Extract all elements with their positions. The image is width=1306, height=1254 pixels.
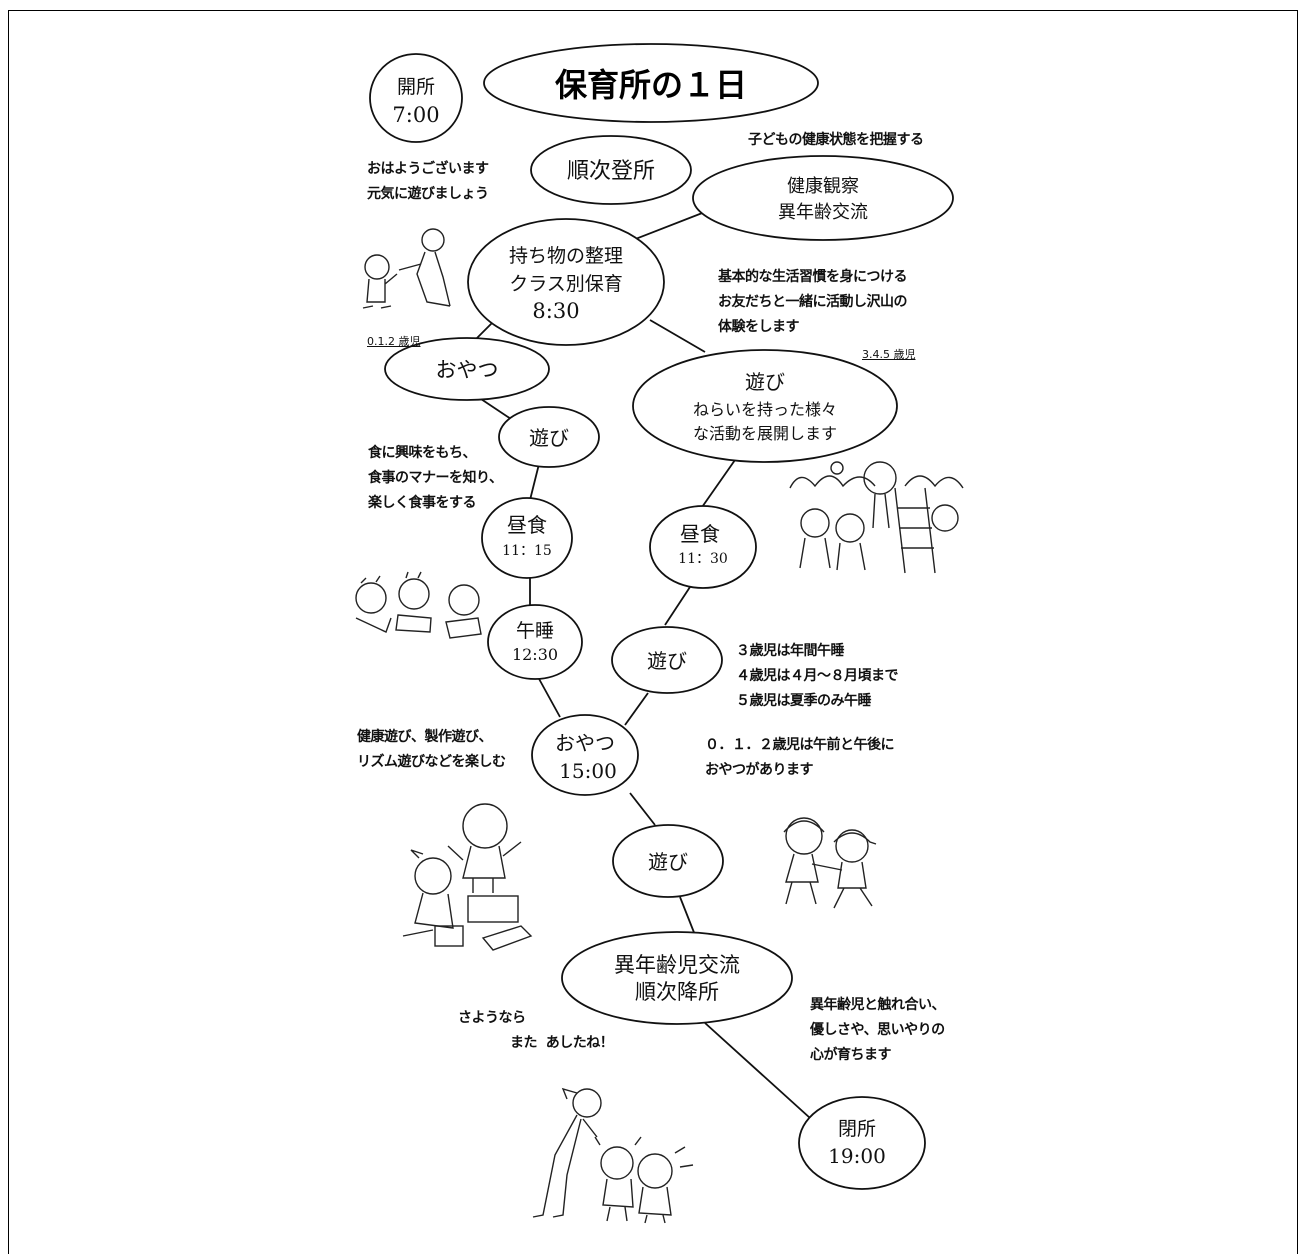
edge-play-older-lunch-older	[699, 459, 736, 511]
node-open-line2: 7:00	[392, 103, 439, 127]
node-snack-pm-line1: おやつ	[555, 731, 615, 755]
edge-lunch-older-play	[664, 586, 691, 626]
node-play-after-nap: 遊び	[611, 626, 723, 694]
node-play-pm: 遊び	[612, 824, 724, 898]
node-open-line1: 開所	[397, 76, 435, 98]
title-node: 保育所の１日	[483, 43, 819, 123]
edge-play-snack-pm	[624, 692, 649, 726]
note-snack-info: ０．１．２歳児は午前と午後に おやつがあります	[705, 737, 895, 778]
illustration-playground	[789, 461, 964, 574]
edge-mixed-close	[704, 1022, 811, 1119]
label-age-young: 0.1.2 歳児	[367, 335, 421, 348]
note-habits: 基本的な生活習慣を身につける お友だちと一緒に活動し沢山の 体験をします	[718, 269, 908, 335]
node-nap-line1: 午睡	[516, 620, 554, 642]
node-play-after-nap-line1: 遊び	[647, 649, 687, 673]
node-health-line2: 異年齢交流	[778, 202, 868, 223]
node-play-older-line1: 遊び	[745, 370, 785, 394]
node-open: 開所 7:00	[369, 53, 463, 143]
note-activities: 健康遊び、製作遊び、 リズム遊びなどを楽しむ	[357, 729, 506, 770]
note-mixed-info: 異年齢児と触れ合い、 優しさや、思いやりの 心が育ちます	[810, 997, 946, 1063]
node-health: 健康観察 異年齢交流	[692, 155, 954, 241]
node-lunch-young-line1: 昼食	[507, 513, 547, 537]
node-belongings-line3: 8:30	[532, 299, 579, 323]
node-snack-young-line1: おやつ	[436, 358, 499, 382]
node-nap-line2: 12:30	[512, 645, 558, 664]
node-lunch-young-line2: 11：15	[502, 543, 552, 559]
edge-nap-snack-pm	[537, 676, 561, 718]
note-goodbye-1: さようなら	[458, 1010, 526, 1026]
label-age-older: 3.4.5 歳児	[862, 348, 916, 361]
edge-belongings-play-older	[649, 319, 706, 353]
note-food: 食に興味をもち、 食事のマナーを知り、 楽しく食事をする	[368, 445, 503, 511]
node-arrival: 順次登所	[530, 135, 692, 205]
node-play-young: 遊び	[498, 406, 600, 468]
node-belongings-line2: クラス別保育	[509, 273, 623, 295]
node-belongings: 持ち物の整理 クラス別保育 8:30	[467, 218, 665, 346]
node-play-older-line2: ねらいを持った様々	[693, 400, 837, 419]
node-mixed-age-line1: 異年齢児交流	[614, 953, 740, 977]
node-close: 閉所 19:00	[798, 1096, 926, 1190]
edge-play-mixed	[679, 896, 696, 936]
node-health-line1: 健康観察	[787, 176, 859, 197]
edge-snack-play-pm	[629, 792, 656, 826]
node-belongings-line1: 持ち物の整理	[509, 245, 623, 267]
node-close-line1: 閉所	[838, 1118, 876, 1140]
node-play-older: 遊び ねらいを持った様々 な活動を展開します	[632, 349, 898, 463]
node-mixed-age-line2: 順次降所	[635, 980, 719, 1004]
illustration-lunch-children	[355, 571, 482, 639]
node-snack-pm-line2: 15:00	[559, 759, 617, 783]
note-health-check: 子どもの健康状態を把握する	[748, 132, 924, 148]
illustration-crafting-children	[402, 803, 533, 951]
illustration-goodbye-teacher-children	[532, 1087, 694, 1224]
node-play-young-line1: 遊び	[529, 426, 569, 450]
page-title: 保育所の１日	[555, 66, 747, 104]
node-close-line2: 19:00	[828, 1144, 886, 1168]
note-nap-info: ３歳児は年間午睡 ４歳児は４月～８月頃まで ５歳児は夏季のみ午睡	[736, 643, 899, 709]
illustration-walking-children	[783, 817, 877, 909]
illustration-greeting-teacher-child	[362, 228, 451, 309]
node-play-pm-line1: 遊び	[648, 850, 688, 874]
node-play-older-line3: な活動を展開します	[693, 424, 837, 443]
node-lunch-older-line1: 昼食	[680, 522, 720, 546]
node-snack-pm: おやつ 15:00	[531, 714, 639, 796]
note-greeting: おはようございます 元気に遊びましょう	[367, 161, 489, 202]
node-lunch-older-line2: 11：30	[678, 551, 728, 567]
node-arrival-line1: 順次登所	[567, 159, 655, 184]
node-lunch-young: 昼食 11：15	[481, 497, 573, 579]
node-mixed-age: 異年齢児交流 順次降所	[561, 931, 793, 1025]
node-snack-young: おやつ	[384, 337, 550, 401]
node-lunch-older: 昼食 11：30	[649, 505, 757, 589]
page-frame	[8, 10, 1298, 1254]
note-goodbye-2: また あしたね！	[510, 1035, 614, 1051]
node-nap: 午睡 12:30	[487, 604, 583, 680]
